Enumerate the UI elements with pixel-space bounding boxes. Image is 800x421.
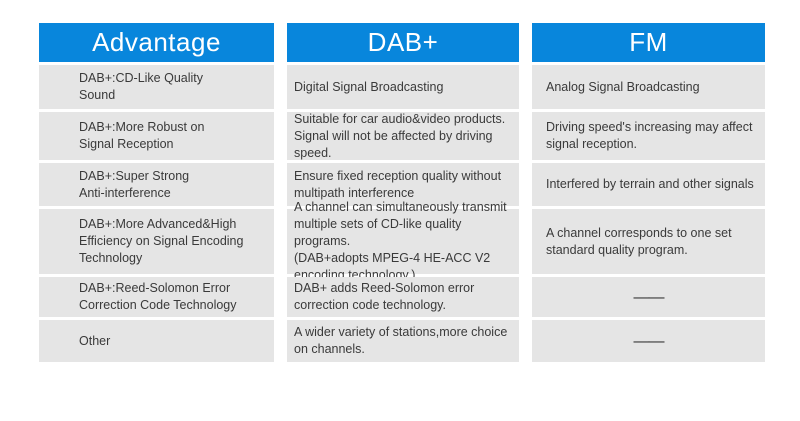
dab-cell-multipath: Ensure fixed reception quality without m… xyxy=(287,163,519,206)
dab-cell-error-correction: DAB+ adds Reed-Solomon error correction … xyxy=(287,277,519,317)
advantage-cell-anti-interference: DAB+:Super Strong Anti-interference xyxy=(39,163,274,206)
advantage-cell-encoding-technology: DAB+:More Advanced&High Efficiency on Si… xyxy=(39,209,274,274)
advantage-cell-error-correction: DAB+:Reed-Solomon Error Correction Code … xyxy=(39,277,274,317)
dab-cell-channel-capacity: A channel can simultaneously transmit mu… xyxy=(287,200,519,282)
dab-cell-digital-broadcasting: Digital Signal Broadcasting xyxy=(287,65,519,109)
dab-cell-driving-speed: Suitable for car audio&video products. S… xyxy=(287,112,519,160)
advantage-cell-other: Other xyxy=(39,320,274,362)
column-header-dab: DAB+ xyxy=(287,23,519,62)
advantage-cell-signal-reception: DAB+:More Robust on Signal Reception xyxy=(39,112,274,160)
fm-cell-dash-2: —— xyxy=(532,320,765,362)
column-header-advantage: Advantage xyxy=(39,23,274,62)
dab-fm-comparison-table: Advantage DAB+ FM DAB+:CD-Like Quality S… xyxy=(39,23,765,362)
fm-cell-terrain-interference: Interfered by terrain and other signals xyxy=(532,163,765,206)
column-header-fm: FM xyxy=(532,23,765,62)
fm-cell-analog-broadcasting: Analog Signal Broadcasting xyxy=(532,65,765,109)
fm-cell-driving-speed: Driving speed's increasing may affect si… xyxy=(532,112,765,160)
advantage-cell-cd-quality: DAB+:CD-Like Quality Sound xyxy=(39,65,274,109)
fm-cell-channel-capacity: A channel corresponds to one set standar… xyxy=(532,209,765,274)
fm-cell-dash-1: —— xyxy=(532,277,765,317)
dab-cell-station-variety: A wider variety of stations,more choice … xyxy=(287,320,519,362)
